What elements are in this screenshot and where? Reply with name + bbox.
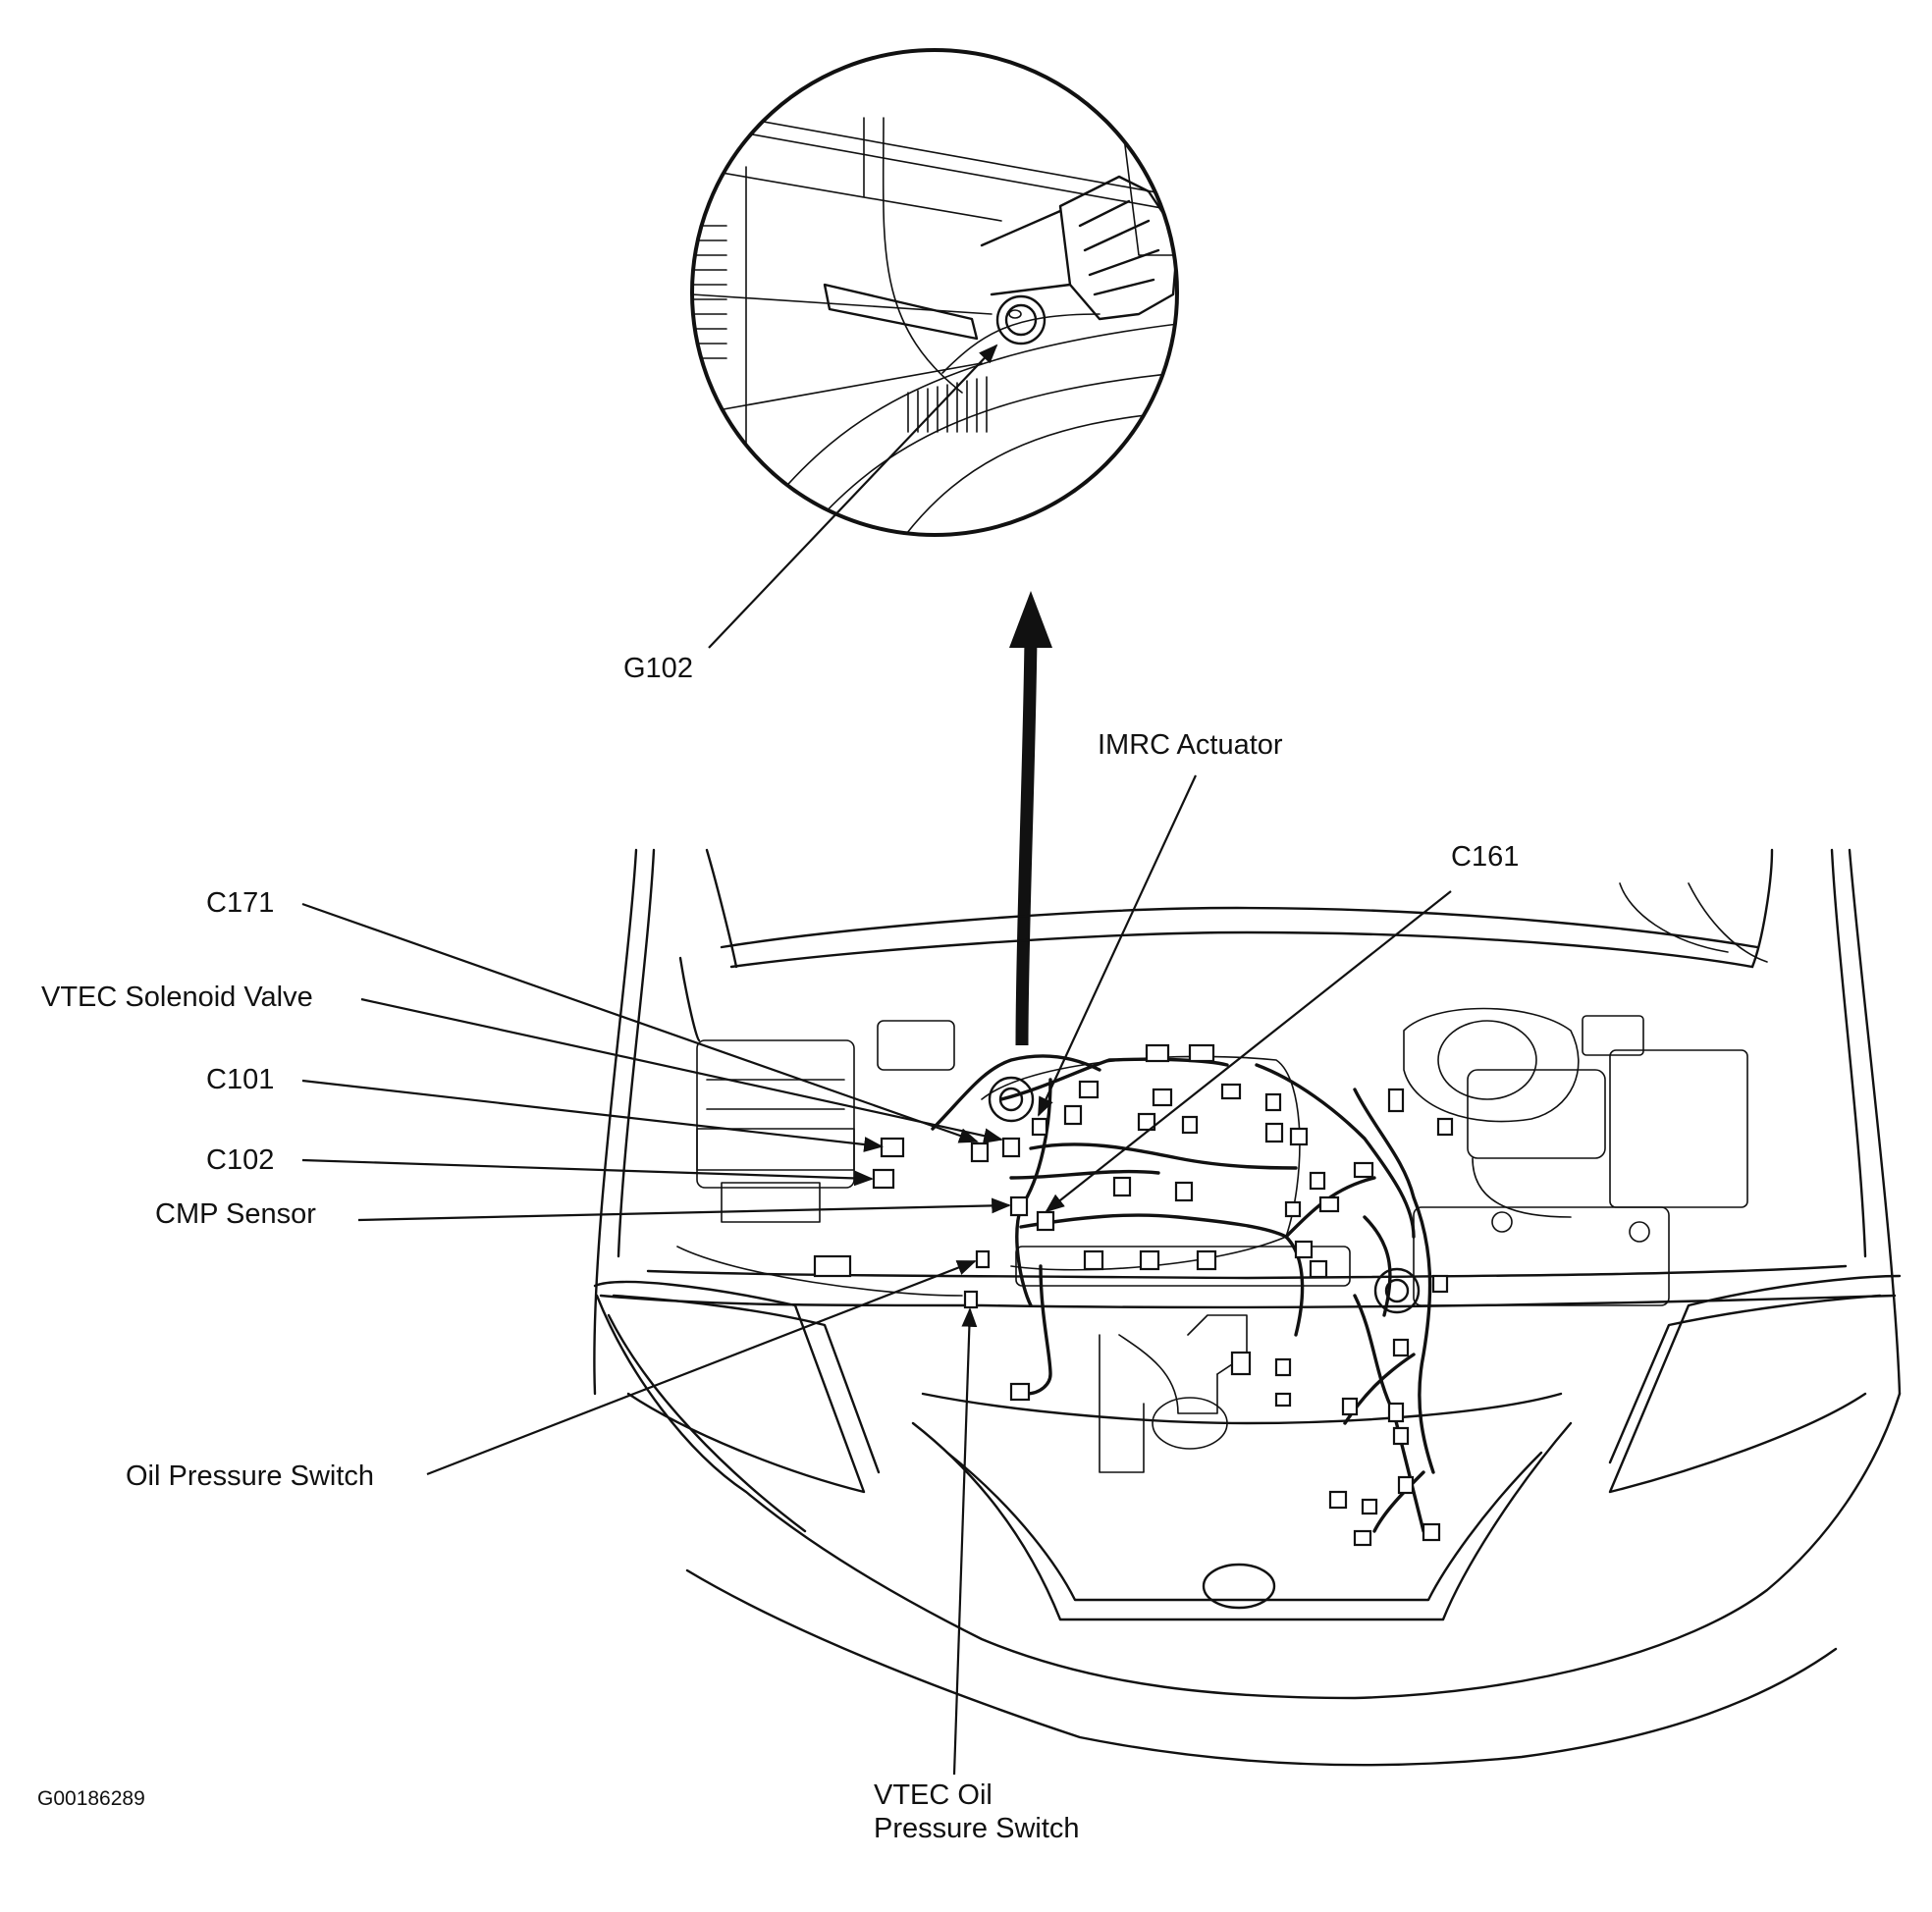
engine-ground-bolt-g102	[988, 1076, 1035, 1123]
leader-oil-pressure-switch	[426, 1259, 977, 1476]
leader-vtec-solenoid-valve	[360, 997, 1003, 1143]
leader-c171	[301, 902, 979, 1143]
callout-leaders	[301, 344, 1452, 1776]
harness-connectors	[813, 1043, 1454, 1547]
label-imrc-actuator: IMRC Actuator	[1098, 729, 1283, 761]
leader-g102	[708, 344, 998, 649]
connector-c102	[872, 1168, 895, 1190]
label-c171: C171	[206, 887, 275, 919]
leader-vtec-oil-pressure-switch	[952, 1307, 978, 1776]
label-vtec-oil-pressure-switch-line1: VTEC Oil	[874, 1779, 993, 1811]
vehicle-body-outline	[593, 848, 1902, 1767]
leader-c102	[301, 1158, 874, 1187]
label-cmp-sensor: CMP Sensor	[155, 1198, 316, 1230]
engine-ground-bolt-right	[1373, 1267, 1421, 1314]
detail-view-g102	[690, 48, 1179, 537]
figure-id: G00186289	[37, 1787, 145, 1810]
connector-c171	[970, 1142, 990, 1163]
label-vtec-solenoid-valve: VTEC Solenoid Valve	[41, 982, 313, 1013]
leader-cmp-sensor	[357, 1197, 1011, 1222]
leader-imrc-actuator	[1038, 774, 1197, 1117]
detail-circle-border	[690, 48, 1179, 537]
connector-imrc-actuator	[1031, 1117, 1048, 1137]
connector-left-fender	[813, 1254, 852, 1278]
detail-pointer-arrow	[1009, 591, 1052, 1046]
engine-wire-harness	[931, 1054, 1435, 1533]
label-vtec-oil-pressure-switch-line2: Pressure Switch	[874, 1813, 1080, 1844]
connector-c101	[880, 1137, 905, 1158]
connector-vtec-oil-pressure-switch	[963, 1290, 979, 1309]
connector-vtec-solenoid	[1001, 1137, 1021, 1158]
g102-ground-bolt	[995, 294, 1046, 345]
leader-c101	[301, 1079, 884, 1152]
label-g102: G102	[623, 653, 693, 684]
label-c161: C161	[1451, 841, 1520, 873]
label-oil-pressure-switch: Oil Pressure Switch	[126, 1461, 375, 1492]
label-c102: C102	[206, 1144, 275, 1176]
label-c101: C101	[206, 1064, 275, 1095]
connector-c161	[1036, 1210, 1055, 1232]
engine-compartment	[676, 882, 1768, 1473]
leader-c161	[1045, 890, 1452, 1213]
connector-oil-pressure-switch	[975, 1249, 991, 1269]
connector-cmp-sensor	[1009, 1195, 1029, 1217]
